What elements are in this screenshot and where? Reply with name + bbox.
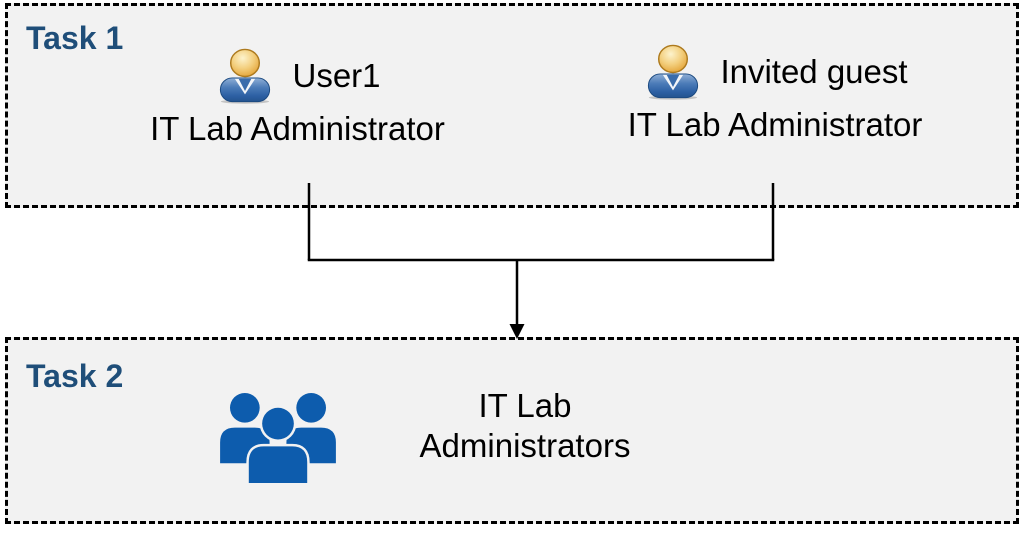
person-user1: User1 IT Lab Administrator bbox=[130, 48, 465, 148]
task1-label: Task 1 bbox=[26, 20, 124, 56]
task1-box bbox=[5, 3, 1019, 208]
person-role: IT Lab Administrator bbox=[627, 106, 923, 143]
group-name: IT Lab Administrators bbox=[395, 386, 655, 466]
person-icon bbox=[220, 48, 271, 104]
task2-box bbox=[5, 337, 1019, 524]
task2-label: Task 2 bbox=[26, 358, 124, 394]
person-name: User1 bbox=[292, 57, 381, 94]
person-name: Invited guest bbox=[720, 53, 908, 90]
group-name-line2: Administrators bbox=[419, 427, 631, 464]
person-invited-guest: Invited guest IT Lab Administrator bbox=[585, 44, 965, 144]
group-name-line1: IT Lab bbox=[478, 387, 572, 424]
person-role: IT Lab Administrator bbox=[150, 110, 445, 147]
person-user1-row: User1 bbox=[214, 48, 381, 104]
people-group-icon bbox=[220, 392, 336, 484]
person-icon bbox=[648, 44, 699, 100]
person-invited-guest-row: Invited guest bbox=[642, 44, 908, 100]
